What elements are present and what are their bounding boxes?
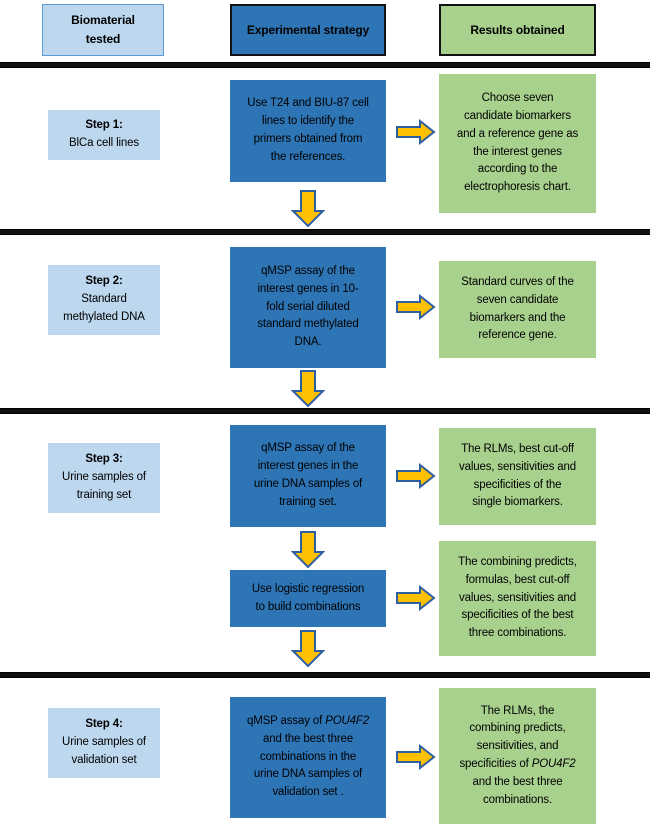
step-1-strategy-box: Use T24 and BIU-87 cell lines to identif… bbox=[230, 80, 386, 182]
step-2-down-arrow bbox=[291, 370, 325, 408]
step-1-result-line-2: candidate biomarkers bbox=[464, 109, 571, 122]
step-2-left-line-2: methylated DNA bbox=[63, 310, 145, 323]
step-3-result-b-line-5: three combinations. bbox=[468, 627, 567, 640]
step-4-result-box-line-4: specificities of POU4F2 bbox=[459, 758, 576, 770]
step-3-down-arrow-1 bbox=[291, 531, 325, 569]
step-2-result-box: Standard curves of the seven candidate b… bbox=[439, 261, 596, 358]
step-4-strategy-box-line-3: combinations in the bbox=[259, 750, 357, 763]
step-1-result-box: Choose seven candidate biomarkers and a … bbox=[439, 74, 596, 213]
step-1-left-line-1: BlCa cell lines bbox=[69, 137, 139, 149]
step-1-right-arrow bbox=[396, 119, 436, 145]
step-2-strategy-line-5: DNA. bbox=[294, 336, 322, 349]
step-1-strategy-line-1: Use T24 and BIU-87 cell bbox=[247, 97, 369, 110]
step-2-title: Step 2: bbox=[85, 275, 123, 288]
step-4-right-arrow bbox=[396, 744, 436, 770]
step-4-result-box-line-3: sensitivities, and bbox=[476, 740, 559, 753]
step-1-result-line-3: and a reference gene as bbox=[456, 127, 579, 140]
step-4-title: Step 4: bbox=[85, 718, 123, 731]
step-3-right-arrow-b bbox=[396, 585, 436, 611]
step-2-result-line-3: biomarkers and the bbox=[469, 311, 566, 324]
step-1-strategy-line-4: the references. bbox=[270, 150, 346, 163]
step-3-result-b-line-2: formulas, best cut-off bbox=[465, 573, 570, 586]
step-4-left-line-2: validation set bbox=[71, 753, 137, 766]
step-4-strategy-box-line-1: qMSP assay of POU4F2 bbox=[246, 714, 370, 727]
step-4-result-box-line-6: combinations. bbox=[482, 793, 552, 806]
header-experimental-strategy: Experimental strategy bbox=[230, 4, 386, 56]
step-2-strategy-box: qMSP assay of the interest genes in 10- … bbox=[230, 247, 386, 368]
step-3-strategy-line-1: qMSP assay of the bbox=[261, 442, 355, 455]
step-4-strategy-box-line-4: urine DNA samples of bbox=[253, 768, 363, 781]
step-4-strategy-box-line-5: validation set . bbox=[272, 786, 344, 799]
step-2-strategy-line-2: interest genes in 10- bbox=[257, 282, 359, 295]
step-3-biomaterial-box: Step 3: Urine samples of training set bbox=[48, 443, 160, 513]
step-3-title: Step 3: bbox=[85, 453, 123, 466]
divider-rule-1 bbox=[0, 62, 650, 68]
step-4-result-box-line-2: combining predicts, bbox=[469, 722, 566, 735]
step-1-down-arrow bbox=[291, 190, 325, 228]
step-3-result-line-2: values, sensitivities and bbox=[458, 460, 577, 473]
step-2-strategy-line-4: standard methylated bbox=[257, 318, 359, 331]
step-2-result-line-2: seven candidate bbox=[476, 293, 559, 306]
step-4-left-line-1: Urine samples of bbox=[62, 736, 146, 749]
step-3-result-box: The RLMs, best cut-off values, sensitivi… bbox=[439, 428, 596, 525]
step-4-strategy-box: qMSP assay of POU4F2 and the best three co… bbox=[230, 697, 386, 818]
step-3-result-b-line-3: values, sensitivities and bbox=[458, 591, 577, 604]
step-1-strategy-line-3: primers obtained from bbox=[253, 133, 363, 145]
step-2-strategy-line-1: qMSP assay of the bbox=[261, 264, 355, 277]
step-3-down-arrow-2 bbox=[291, 630, 325, 668]
step-2-left-line-1: Standard bbox=[81, 293, 127, 306]
step-1-biomaterial-box: Step 1: BlCa cell lines bbox=[48, 110, 160, 160]
step-4-strategy-box-line-2: and the best three bbox=[262, 732, 353, 745]
step-2-strategy-line-3: fold serial diluted bbox=[266, 300, 350, 313]
header-biomaterial-tested: Biomaterial tested bbox=[42, 4, 164, 56]
step-2-result-line-1: Standard curves of the bbox=[461, 275, 574, 288]
gene-name: POU4F2 bbox=[325, 714, 370, 727]
divider-rule-4 bbox=[0, 672, 650, 678]
step-3-left-line-2: training set bbox=[76, 488, 132, 501]
step-2-result-line-4: reference gene. bbox=[478, 329, 557, 342]
step-1-result-line-6: electrophoresis chart. bbox=[464, 181, 571, 194]
step-4-result-box-line-1: The RLMs, the bbox=[480, 704, 555, 717]
step-3-result-box-b: The combining predicts, formulas, best c… bbox=[439, 541, 596, 656]
step-1-strategy-line-2: lines to identify the bbox=[261, 115, 355, 128]
step-3-strategy-line-4: training set. bbox=[279, 495, 337, 508]
divider-rule-3 bbox=[0, 408, 650, 414]
step-3-strategy-b-line-1: Use logistic regression bbox=[251, 582, 365, 595]
step-1-result-line-5: according to the bbox=[477, 163, 558, 176]
divider-rule-2 bbox=[0, 229, 650, 235]
step-3-result-b-line-1: The combining predicts, bbox=[458, 555, 577, 568]
header-results-obtained: Results obtained bbox=[439, 4, 596, 56]
gene-name: POU4F2 bbox=[531, 758, 576, 770]
step-1-result-line-4: the interest genes bbox=[473, 145, 562, 158]
step-3-strategy-box: qMSP assay of the interest genes in the … bbox=[230, 425, 386, 527]
step-3-result-b-line-4: specificities of the best bbox=[461, 609, 574, 622]
step-4-result-box-line-5: and the best three bbox=[472, 775, 563, 788]
step-1-result-line-1: Choose seven bbox=[481, 92, 554, 105]
step-3-strategy-line-2: interest genes in the bbox=[257, 460, 359, 473]
step-3-strategy-line-3: urine DNA samples of bbox=[253, 478, 363, 490]
step-2-biomaterial-box: Step 2: Standard methylated DNA bbox=[48, 265, 160, 335]
step-3-left-line-1: Urine samples of bbox=[62, 471, 146, 484]
step-3-result-line-1: The RLMs, best cut-off bbox=[461, 442, 574, 455]
step-3-strategy-box-b: Use logistic regression to build combina… bbox=[230, 570, 386, 627]
step-3-result-line-3: specificities of the bbox=[473, 478, 562, 491]
header-results-line1: Results obtained bbox=[470, 22, 565, 37]
step-4-biomaterial-box: Step 4: Urine samples of validation set bbox=[48, 708, 160, 778]
step-2-right-arrow bbox=[396, 294, 436, 320]
step-3-strategy-b-line-2: to build combinations bbox=[255, 600, 361, 613]
step-1-title: Step 1: bbox=[85, 119, 123, 132]
step-4-result-box: The RLMs, the combining predicts, sensitiv… bbox=[439, 688, 596, 824]
header-biomaterial-line2: tested bbox=[85, 32, 121, 46]
step-3-right-arrow bbox=[396, 463, 436, 489]
step-3-result-line-4: single biomarkers. bbox=[472, 496, 563, 509]
header-strategy-line1: Experimental strategy bbox=[246, 22, 370, 37]
header-biomaterial-line1: Biomaterial bbox=[71, 13, 135, 28]
